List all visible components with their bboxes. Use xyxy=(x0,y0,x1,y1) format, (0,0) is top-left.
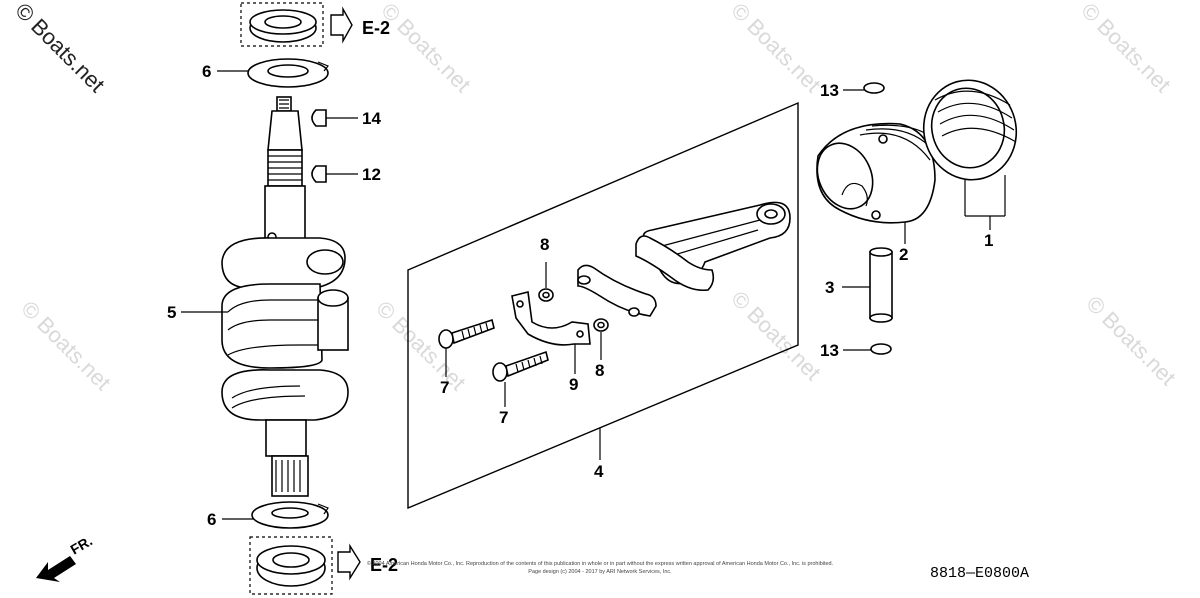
front-direction-indicator: FR. xyxy=(36,532,95,582)
part-4-connecting-rod-assembly[interactable] xyxy=(407,101,799,510)
callout-5: 5 xyxy=(167,303,176,322)
front-arrow-icon xyxy=(36,556,76,582)
part-5-crankshaft[interactable] xyxy=(221,96,349,497)
part-14-woodruff-key[interactable] xyxy=(311,109,327,127)
callout-4: 4 xyxy=(594,462,604,481)
part-13-circlip-lower[interactable] xyxy=(870,343,892,355)
top-oil-seal-ref[interactable]: E-2 xyxy=(240,2,390,47)
watermark-top-right: © Boats.net xyxy=(726,0,825,97)
part-12-woodruff-key[interactable] xyxy=(311,165,327,183)
part-3-piston-pin[interactable] xyxy=(869,247,893,323)
callout-6-top: 6 xyxy=(202,62,211,81)
watermark-top-left: © Boats.net xyxy=(10,0,109,97)
part-6-top-washer[interactable] xyxy=(247,58,329,88)
watermark-mid-center: © Boats.net xyxy=(371,296,470,395)
watermark-mid-right: © Boats.net xyxy=(726,286,825,385)
front-label: FR. xyxy=(68,532,96,557)
part-1-piston-rings[interactable] xyxy=(913,70,1028,217)
ref-arrow-icon-top xyxy=(330,6,353,44)
callout-8-lower: 8 xyxy=(595,361,604,380)
callout-12: 12 xyxy=(362,165,381,184)
part-6-bottom-washer[interactable] xyxy=(251,501,329,529)
callout-1: 1 xyxy=(984,231,993,250)
callout-8-upper: 8 xyxy=(540,235,549,254)
ref-label-bottom: E-2 xyxy=(370,555,398,575)
callout-14: 14 xyxy=(362,109,381,128)
watermark-mid-left: © Boats.net xyxy=(16,296,115,395)
part-2-piston[interactable] xyxy=(807,122,936,224)
callout-2: 2 xyxy=(899,245,908,264)
watermark-top-far-right: © Boats.net xyxy=(1076,0,1175,97)
callout-13-upper: 13 xyxy=(820,81,839,100)
callout-13-lower: 13 xyxy=(820,341,839,360)
part-7-bolt-upper[interactable] xyxy=(438,318,495,349)
callout-6-bottom: 6 xyxy=(207,510,216,529)
callout-9: 9 xyxy=(569,375,578,394)
callout-7-lower: 7 xyxy=(499,408,508,427)
ref-label-top: E-2 xyxy=(362,18,390,38)
bottom-oil-seal-ref[interactable]: E-2 xyxy=(249,536,398,595)
ref-arrow-icon-bottom xyxy=(337,543,361,581)
part-13-circlip-upper[interactable] xyxy=(863,82,885,94)
callout-3: 3 xyxy=(825,278,834,297)
watermark-mid-far-right: © Boats.net xyxy=(1081,291,1180,390)
diagram-part-code: 8818—E0800A xyxy=(930,565,1029,582)
watermark-top-mid: © Boats.net xyxy=(376,0,475,97)
callout-7-upper: 7 xyxy=(440,378,449,397)
copyright-line-2: Page design (c) 2004 - 2017 by ARI Netwo… xyxy=(528,569,672,575)
part-7-bolt-lower[interactable] xyxy=(492,350,549,382)
copyright-line-1: © 2004 American Honda Motor Co., Inc. Re… xyxy=(367,560,834,567)
